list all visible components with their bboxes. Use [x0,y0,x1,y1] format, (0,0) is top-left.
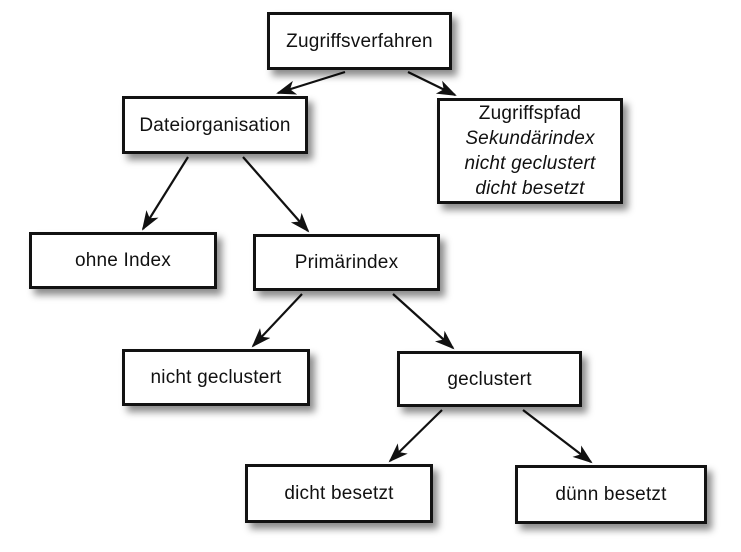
node-dicht-besetzt: dicht besetzt [245,464,433,523]
node-geclustert: geclustert [397,351,582,407]
edge-zugriffsverfahren-dateiorganisation-arrow [276,70,346,95]
edge-zugriffsverfahren-zugriffspfad-arrow [407,71,457,96]
node-label-line-2: Sekundärindex [465,128,595,149]
node-label-line-1: Zugriffspfad [478,103,582,124]
node-label: dicht besetzt [284,483,394,504]
node-label: ohne Index [74,250,172,271]
node-label-line-3: nicht geclustert [464,153,596,174]
node-label: dünn besetzt [555,484,667,505]
edge-geclustert-dicht-besetzt-arrow [388,409,443,463]
node-dateiorganisation: Dateiorganisation [122,96,308,154]
node-label: nicht geclustert [150,367,282,388]
edge-dateiorganisation-ohne-index-arrow [141,156,189,231]
node-label-line-4: dicht besetzt [475,178,585,199]
node-ohne-index: ohne Index [29,232,217,289]
node-label: Zugriffsverfahren [286,30,433,52]
node-primaerindex: Primärindex [253,234,440,291]
edge-primaerindex-nicht-geclustert-arrow [251,293,303,348]
node-zugriffspfad: Zugriffspfad Sekundärindex nicht geclust… [437,98,623,204]
node-nicht-geclustert: nicht geclustert [122,349,310,406]
edge-dateiorganisation-primaerindex-arrow [242,156,310,233]
node-duenn-besetzt: dünn besetzt [515,465,707,524]
edge-primaerindex-geclustert-arrow [392,293,455,350]
node-zugriffsverfahren: Zugriffsverfahren [267,12,452,70]
node-label: geclustert [447,368,532,390]
node-label: Dateiorganisation [139,114,291,136]
edge-geclustert-duenn-besetzt-arrow [522,409,593,464]
node-label: Primärindex [294,252,399,273]
